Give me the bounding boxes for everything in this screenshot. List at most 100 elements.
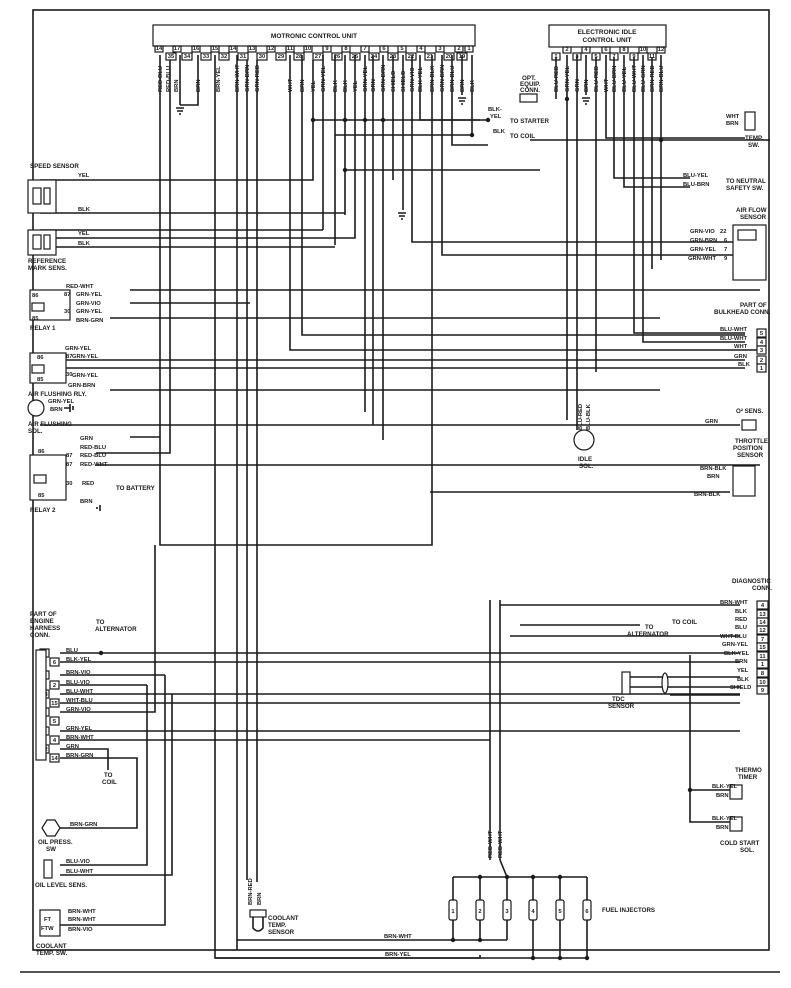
neutral-safety-label-1: TO NEUTRAL: [726, 178, 766, 185]
wire-label: BRN-GRN: [66, 753, 93, 759]
motronic-pin-bottom-number: 35: [168, 54, 175, 60]
wire-brn-yel: [214, 55, 481, 959]
wire-label: BLK: [738, 362, 751, 368]
idle-wire-label: BRN-RED: [650, 65, 656, 92]
wire-label: BLU-RED: [578, 404, 584, 430]
coolant-sensor-probe: [252, 917, 264, 932]
junction-dot: [342, 167, 348, 173]
motronic-pin-top: [191, 45, 201, 53]
motronic-wire-label: SHIELD: [401, 71, 407, 92]
inj-feed-joint: [499, 859, 508, 878]
motronic-wire-label: BRN: [460, 79, 466, 92]
wire-label: YEL: [78, 231, 90, 237]
wire-label: BRN: [707, 474, 720, 480]
motronic-pin-top-number: 5: [400, 46, 404, 52]
wire-label: GRN-YEL: [76, 292, 103, 298]
idle-wire-label: WHT: [604, 78, 610, 92]
wire-label: BRN: [716, 793, 729, 799]
idle-pin-top-number: 2: [565, 47, 568, 53]
idle-pin-top-number: 4: [584, 47, 588, 53]
relay2-label: RELAY 2: [30, 507, 56, 514]
ground-symbols: [64, 97, 590, 511]
wire-label: BLU-VIO: [66, 859, 90, 865]
fuel-injector: [502, 899, 512, 921]
engine-harness-pin-number: 5: [53, 719, 57, 725]
motronic-pin-top-number: 15: [212, 46, 219, 52]
junction-dot: [485, 117, 491, 123]
motronic-pin-bottom-number: 21: [427, 54, 434, 60]
ground-icon: [176, 107, 184, 115]
junction-dot: [342, 117, 348, 123]
wire-label: GRN-WHT: [688, 256, 716, 262]
motronic-pin-top: [397, 45, 407, 53]
motronic-pin-top: [454, 45, 464, 53]
eng-wire-grn-coil: [60, 748, 109, 770]
air-flushing-sol-symbol: [27, 399, 45, 417]
wire-label: 87: [66, 453, 72, 459]
motronic-pin-top: [435, 45, 445, 53]
engine-harness-pin-number: 4: [53, 738, 57, 744]
motronic-pin-top-number: 9: [325, 46, 329, 52]
wire-label: RED-WHT: [66, 284, 94, 290]
bulkhead-label-2: BULKHEAD CONN.: [714, 309, 771, 316]
engine-harness-pin: [49, 657, 60, 667]
bulkhead-pin-number: 1: [760, 366, 764, 372]
motronic-pin-top-number: 16: [193, 46, 200, 52]
wire-label: GRN-YEL: [690, 247, 717, 253]
motronic-wire-label: RED-BLU: [166, 66, 172, 92]
wire-label: BLK-: [488, 107, 502, 113]
to-starter-label: TO STARTER: [510, 118, 549, 125]
wire-label: GRN-VIO: [690, 229, 715, 235]
motronic-pin-top-number: 7: [363, 46, 366, 52]
fuel-injector-number: 6: [585, 909, 589, 915]
junction-dot: [687, 787, 693, 793]
junction-dot: [310, 117, 316, 123]
motronic-wire-label: BRN: [300, 79, 306, 92]
wire-label: 86: [37, 355, 44, 361]
wire-label: RED-WHT: [488, 830, 494, 858]
cold-start-label-2: SOL.: [740, 847, 755, 854]
diagnostic-pin-number: 15: [759, 645, 766, 651]
speed-sensor-coil: [43, 187, 51, 205]
diagnostic-pin-number: 11: [759, 654, 766, 660]
oil-level-label: OIL LEVEL SENS.: [35, 882, 87, 889]
opt-equip-label-1: OPT.: [522, 75, 536, 82]
motronic-pin-bottom: [293, 52, 305, 61]
diagnostic-pin-number: 8: [761, 671, 765, 677]
ground-icon: [582, 97, 590, 105]
idle-pin-top-number: 10: [640, 47, 646, 53]
bulkhead-pin: [756, 345, 767, 355]
wire-label: BRN-YEL: [385, 952, 411, 958]
motronic-pin-bottom: [368, 52, 380, 61]
wire-label: 9: [724, 256, 728, 262]
to-coil-diag-label: TO COIL: [672, 619, 697, 626]
engine-harness-label-3: HARNESS: [30, 625, 60, 632]
motronic-pin-top-number: 4: [419, 46, 423, 52]
wire-label: 87: [66, 462, 72, 468]
air-flow-sensor-label-1: AIR FLOW: [736, 207, 767, 214]
throttle-label-2: POSITION: [733, 445, 763, 452]
wire-label: BLK-YEL: [712, 784, 738, 790]
wire-label: GRN-YEL: [76, 309, 103, 315]
wire-label: YEL: [78, 173, 90, 179]
motronic-pin-bottom: [424, 52, 436, 61]
to-alternator-diag-label-1: TO: [645, 624, 654, 631]
idle-wire-10: [642, 55, 745, 343]
fuel-injectors-label: FUEL INJECTORS: [602, 907, 655, 914]
wire-label: BLU: [66, 648, 78, 654]
wire-label: SHIELD: [730, 685, 751, 691]
wire-label: BLU-WHT: [720, 336, 748, 342]
engine-harness-pin: [49, 716, 60, 726]
motronic-wire-label: GRN-RED: [255, 65, 261, 92]
engine-harness-pin-number: 6: [53, 660, 57, 666]
fuel-injector-number: 4: [531, 909, 535, 915]
motronic-wire-label: GRN: [371, 79, 377, 92]
wire-label: 87: [66, 354, 72, 360]
opt-equip-label-3: CONN.: [520, 87, 540, 94]
fuel-injector-number: 3: [505, 909, 509, 915]
air-flushing-sol-label-2: SOL.: [28, 428, 43, 435]
motronic-wire-label: SHIELD: [391, 71, 397, 92]
to-battery-label: TO BATTERY: [116, 485, 156, 492]
